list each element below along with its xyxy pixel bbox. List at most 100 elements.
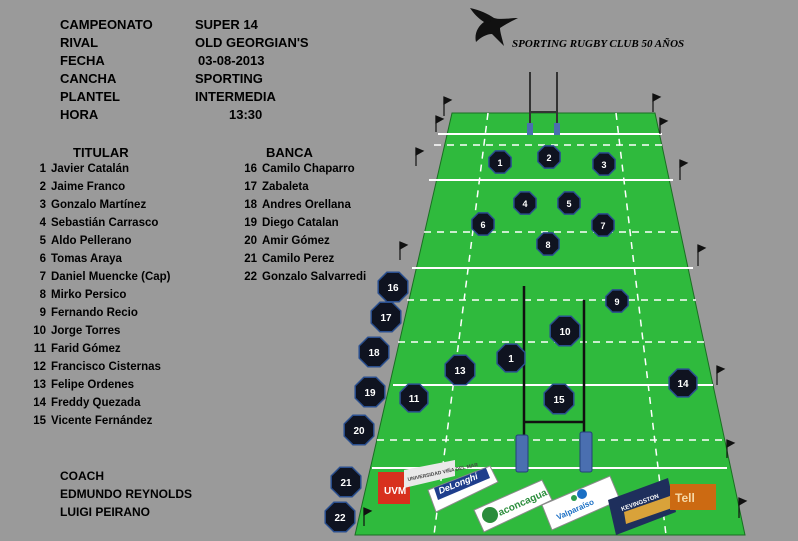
label-plantel: PLANTEL [60,89,120,104]
marker-octagon [496,343,526,373]
player-name: Diego Catalan [262,217,339,229]
player-marker: 19 [354,376,386,408]
player-name: Camilo Chaparro [262,163,355,175]
marker-octagon [543,383,575,415]
player-marker: 16 [377,271,409,303]
player-name: Tomas Araya [51,253,122,265]
starters-heading: TITULAR [73,145,129,160]
marker-number: 20 [353,426,365,437]
player-number: 1 [39,163,46,175]
marker-number: 6 [480,220,485,230]
player-number: 16 [244,163,257,175]
player-marker: 6 [471,212,495,236]
player-number: 11 [33,343,46,355]
marker-octagon [668,368,698,398]
value-cancha: SPORTING [195,71,263,86]
player-name: Camilo Perez [262,253,335,265]
player-number: 9 [39,307,46,319]
label-rival: RIVAL [60,35,99,50]
marker-octagon [471,212,495,236]
marker-number: 1 [497,158,502,168]
player-name: Farid Gómez [51,343,121,355]
sponsor-tell-text: Tell [675,491,695,505]
marker-number: 14 [677,379,689,390]
coach-name-2: LUIGI PEIRANO [60,505,151,519]
value-rival: OLD GEORGIAN'S [195,35,309,50]
marker-octagon [324,501,356,533]
marker-number: 4 [522,199,527,209]
marker-number: 5 [566,199,571,209]
marker-octagon [592,152,616,176]
marker-octagon [330,466,362,498]
goal-posts-top [527,72,560,135]
marker-octagon [444,354,476,386]
value-campeonato: SUPER 14 [195,17,258,32]
player-number: 3 [39,199,46,211]
player-marker: 20 [343,414,375,446]
player-number: 12 [33,361,46,373]
player-marker: 7 [591,213,615,237]
player-marker: 18 [358,336,390,368]
player-number: 19 [244,217,257,229]
player-number: 15 [33,415,46,427]
player-marker: 8 [536,232,560,256]
player-row: 21 Camilo Perez [241,253,366,271]
player-name: Felipe Ordenes [51,379,135,391]
club-name: SPORTING RUGBY CLUB 50 AÑOS [512,38,685,50]
player-marker: 1 [488,150,512,174]
player-marker: 10 [549,315,581,347]
player-number: 14 [33,397,46,409]
sponsor-uvm-text: UVM [384,486,406,497]
value-fecha: 03-08-2013 [198,53,265,68]
marker-number: 16 [387,283,399,294]
value-plantel: INTERMEDIA [195,89,276,104]
player-marker: 3 [592,152,616,176]
player-number: 21 [244,253,257,265]
player-number: 2 [39,181,46,193]
player-row: 16 Camilo Chaparro [241,163,366,181]
player-name: Aldo Pellerano [51,235,132,247]
label-hora: HORA [60,107,99,122]
marker-octagon [377,271,409,303]
player-marker: 2 [537,145,561,169]
player-number: 17 [244,181,257,193]
player-name: Amir Gómez [262,235,330,247]
marker-number: 3 [601,160,606,170]
marker-number: 13 [454,366,466,377]
marker-number: 8 [545,240,550,250]
marker-number: 7 [600,221,605,231]
marker-number: 17 [380,313,392,324]
rugby-field [354,112,746,536]
player-marker: 14 [668,368,698,398]
player-row: 13 Felipe Ordenes [30,379,171,397]
player-number: 13 [33,379,46,391]
player-name: Sebastián Carrasco [51,217,159,229]
player-name: Francisco Cisternas [51,361,161,373]
coach-heading: COACH [60,469,104,483]
player-name: Fernando Recio [51,307,138,319]
player-marker: 15 [543,383,575,415]
sponsor-aconcagua [473,479,553,533]
player-number: 18 [244,199,257,211]
marker-octagon [343,414,375,446]
sponsor-kevingston [608,478,676,535]
player-name: Jorge Torres [51,325,121,337]
marker-number: 21 [340,478,352,489]
marker-octagon [399,383,429,413]
player-marker: 9 [605,289,629,313]
marker-number: 10 [559,327,571,338]
marker-octagon [537,145,561,169]
marker-number: 1 [508,354,514,365]
marker-octagon [354,376,386,408]
bench-heading: BANCA [266,145,313,160]
